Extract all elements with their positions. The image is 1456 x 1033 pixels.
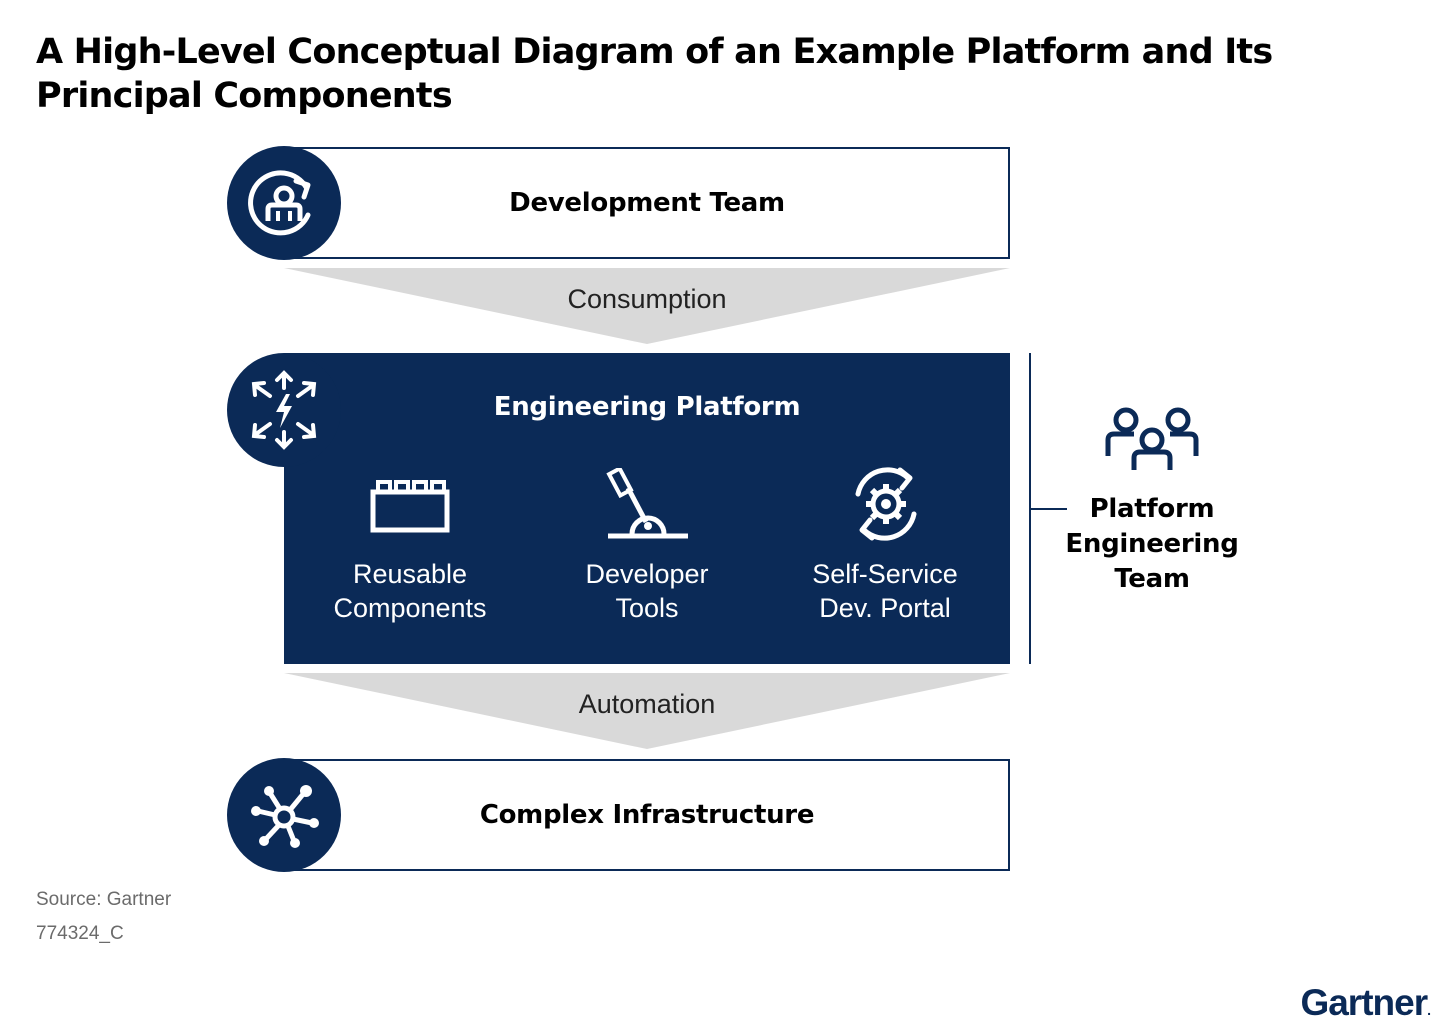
- group-people-icon: [1105, 407, 1199, 470]
- component-self-service-line2: Dev. Portal: [819, 593, 951, 623]
- automation-label: Automation: [578, 689, 716, 719]
- platform-engineering-team-label: Platform Engineering Team: [1062, 492, 1242, 597]
- team-line3: Team: [1114, 564, 1190, 594]
- complex-infrastructure-box: Complex Infrastructure: [284, 759, 1010, 871]
- team-bracket-line: [1029, 353, 1031, 664]
- engineering-platform-panel: [284, 353, 1010, 664]
- complex-infrastructure-label: Complex Infrastructure: [479, 800, 815, 830]
- team-line2: Engineering: [1065, 529, 1239, 559]
- gartner-logo: Gartner.: [1300, 982, 1431, 1023]
- team-connector-line: [1031, 508, 1067, 510]
- consumption-funnel: [284, 268, 1010, 344]
- source-note: Source: Gartner: [36, 889, 172, 910]
- page-title: A High-Level Conceptual Diagram of an Ex…: [36, 32, 1273, 116]
- team-line1: Platform: [1089, 494, 1215, 524]
- automation-funnel: [284, 673, 1010, 749]
- component-reusable-line2: Components: [333, 593, 487, 623]
- component-developer-tools-line2: Tools: [615, 593, 679, 623]
- component-self-service-portal: Self-Service Dev. Portal: [765, 557, 1005, 625]
- gear-cycle-icon: [855, 467, 917, 541]
- building-block-icon: [370, 480, 450, 533]
- consumption-label: Consumption: [567, 284, 727, 314]
- engineering-platform-title: Engineering Platform: [493, 392, 801, 422]
- component-developer-tools-line1: Developer: [585, 559, 709, 589]
- lever-icon: [606, 468, 688, 539]
- network-hub-icon: [227, 758, 341, 872]
- figure-id: 774324_C: [36, 923, 124, 944]
- component-reusable: Reusable Components: [290, 557, 530, 625]
- component-developer-tools: Developer Tools: [527, 557, 767, 625]
- lightning-arrows-icon: [227, 353, 341, 467]
- component-reusable-line1: Reusable: [352, 559, 468, 589]
- development-team-box: Development Team: [284, 147, 1010, 259]
- user-cycle-icon: [227, 146, 341, 260]
- gartner-logo-text: Gartner: [1300, 982, 1428, 1023]
- development-team-label: Development Team: [509, 188, 785, 218]
- component-self-service-line1: Self-Service: [812, 559, 958, 589]
